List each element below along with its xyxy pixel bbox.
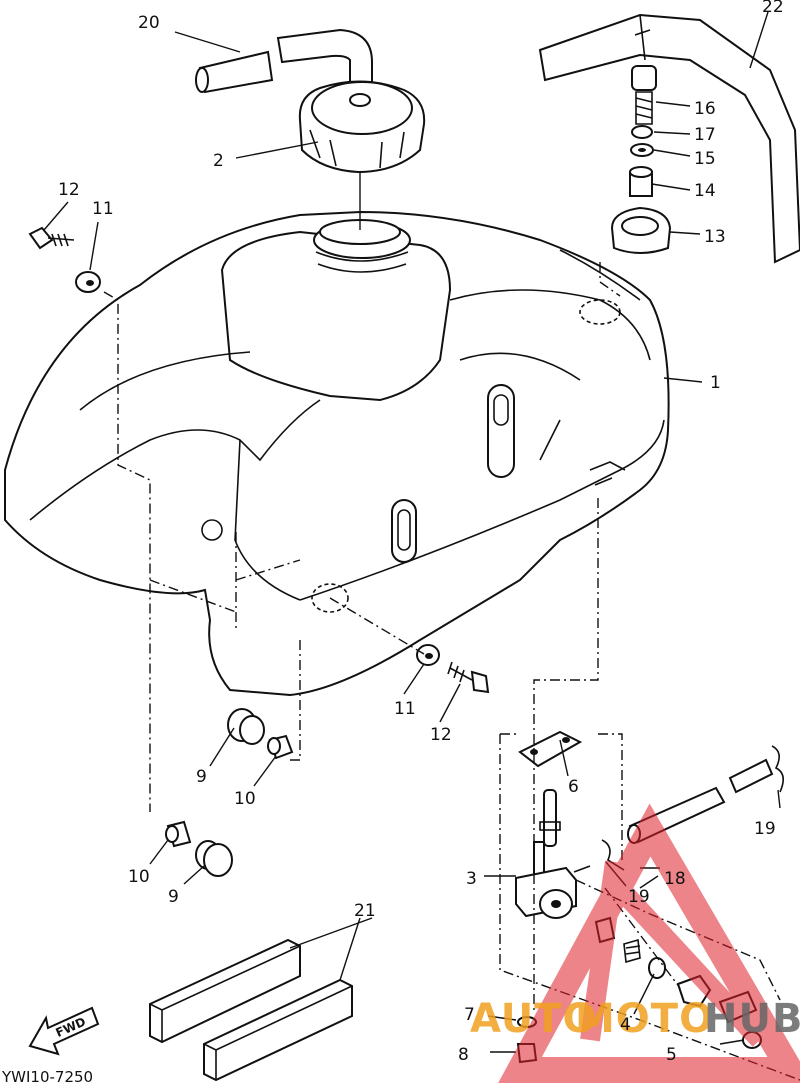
callout-20: 20 — [138, 13, 160, 33]
watermark-logo — [498, 803, 800, 1083]
callout-11-upper: 11 — [92, 199, 114, 219]
part-9-damper-upper — [227, 708, 265, 745]
part-14-collar — [629, 166, 653, 197]
part-10-collar-lower — [165, 820, 192, 848]
callout-9-lower: 9 — [168, 887, 179, 907]
callout-13: 13 — [704, 227, 726, 247]
callout-8: 8 — [458, 1045, 469, 1065]
part-21-pad-upper — [149, 938, 301, 1044]
watermark-hub: HUB — [704, 996, 800, 1042]
callout-10-upper: 10 — [234, 789, 256, 809]
part-16-bolt — [631, 65, 657, 125]
part-2-fuel-cap — [298, 80, 426, 174]
part-11-washer-upper — [75, 271, 101, 293]
callout-1: 1 — [710, 373, 721, 393]
callout-21: 21 — [354, 901, 376, 921]
part-11-washer-lower — [416, 644, 440, 666]
diagram-code: YWI10-7250 — [1, 1068, 93, 1085]
callout-3: 3 — [466, 869, 477, 889]
callout-18: 18 — [664, 869, 686, 889]
callout-16: 16 — [694, 99, 716, 119]
callout-2: 2 — [213, 151, 224, 171]
part-15-washer — [630, 143, 654, 157]
callout-17: 17 — [694, 125, 716, 145]
callout-5: 5 — [666, 1045, 677, 1065]
callout-12-upper: 12 — [58, 180, 80, 200]
callout-12-lower: 12 — [430, 725, 452, 745]
part-22-tank-strap — [538, 13, 800, 264]
callout-14: 14 — [694, 181, 716, 201]
watermark-auto: AUTO — [470, 996, 598, 1042]
callout-4: 4 — [620, 1015, 631, 1035]
callout-15: 15 — [694, 149, 716, 169]
watermark-moto: MOTO — [575, 996, 714, 1042]
part-1-fuel-tank — [4, 210, 670, 697]
callout-7: 7 — [464, 1005, 475, 1025]
part-17-lock-washer — [631, 125, 653, 139]
part-13-damper — [599, 206, 672, 297]
callout-labels: 20 22 2 16 17 15 14 13 1 12 11 11 12 9 1… — [58, 0, 784, 1065]
part-12-bolt-lower — [447, 661, 490, 694]
part-9-damper-lower — [195, 840, 233, 877]
fwd-arrow-icon: FWD — [28, 1006, 100, 1056]
callout-19-right: 19 — [754, 819, 776, 839]
callout-19-mid: 19 — [628, 887, 650, 907]
part-3-fuel-cock — [515, 789, 591, 919]
part-6-gasket-plate — [518, 730, 583, 768]
callout-10-lower: 10 — [128, 867, 150, 887]
callout-9-upper: 9 — [196, 767, 207, 787]
watermark-text: AUTO MOTO HUB — [470, 996, 800, 1042]
part-10-collar-upper — [267, 734, 294, 760]
part-19-hose-clip — [601, 745, 784, 871]
callout-11-lower: 11 — [394, 699, 416, 719]
part-12-bolt-upper — [28, 226, 75, 250]
callout-22: 22 — [762, 0, 784, 17]
callout-6: 6 — [568, 777, 579, 797]
part-20-breather-hose — [195, 28, 373, 94]
leader-lines — [43, 11, 781, 1021]
